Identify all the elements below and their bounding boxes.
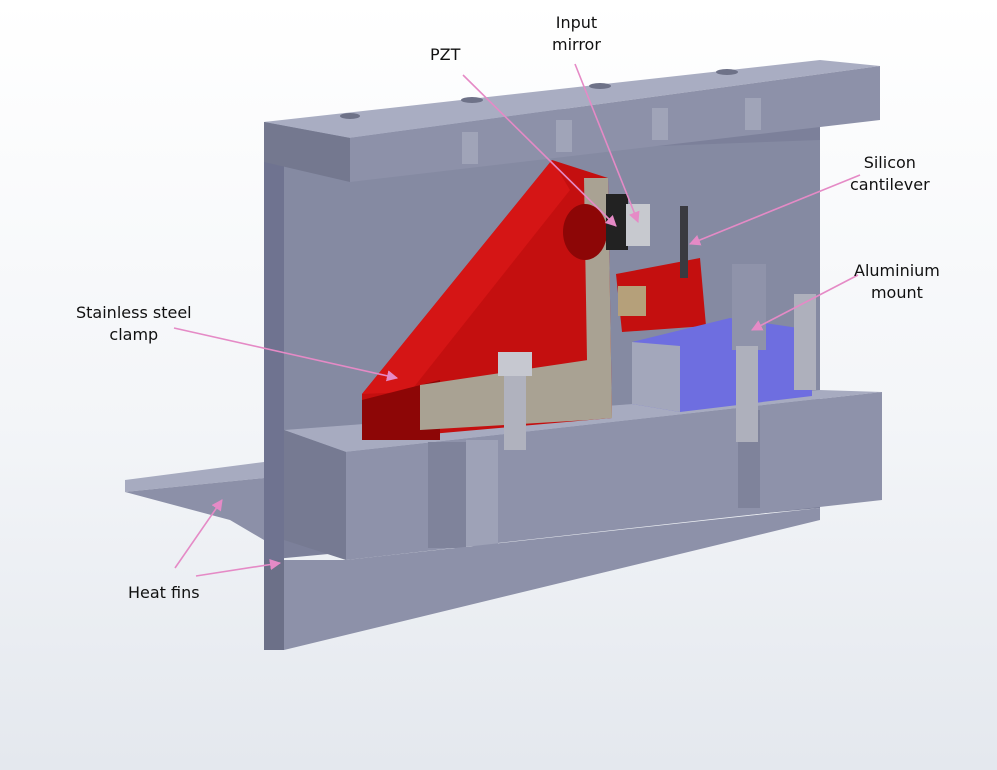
leader-heat-fins-upper [174,499,223,569]
input-mirror [626,204,650,246]
label-pzt: PZT [430,45,461,64]
aluminium-mount [632,264,816,442]
housing-bottom-block [264,390,882,650]
label-heat-fins: Heat fins [128,583,200,602]
label-stainless-steel-clamp: Stainless steel clamp [76,303,192,344]
leader-silicon-cantilever [688,174,861,246]
label-aluminium-mount: Aluminium mount [854,261,940,302]
clamp-screw [498,352,532,450]
leader-heat-fins-lower [195,559,282,577]
leader-pzt [462,74,617,227]
label-silicon-cantilever: Silicon cantilever [850,153,930,194]
leader-stainless-steel-clamp [173,327,399,382]
label-input-mirror: Input mirror [552,13,601,54]
leader-input-mirror [574,63,640,224]
pzt-stack [606,194,628,250]
stainless-steel-clamp [362,160,612,440]
silicon-cantilever [680,206,688,278]
heat-fins [125,462,264,540]
housing-top-rail [264,60,880,182]
leader-lines [173,63,861,577]
leader-aluminium-mount [751,274,859,331]
